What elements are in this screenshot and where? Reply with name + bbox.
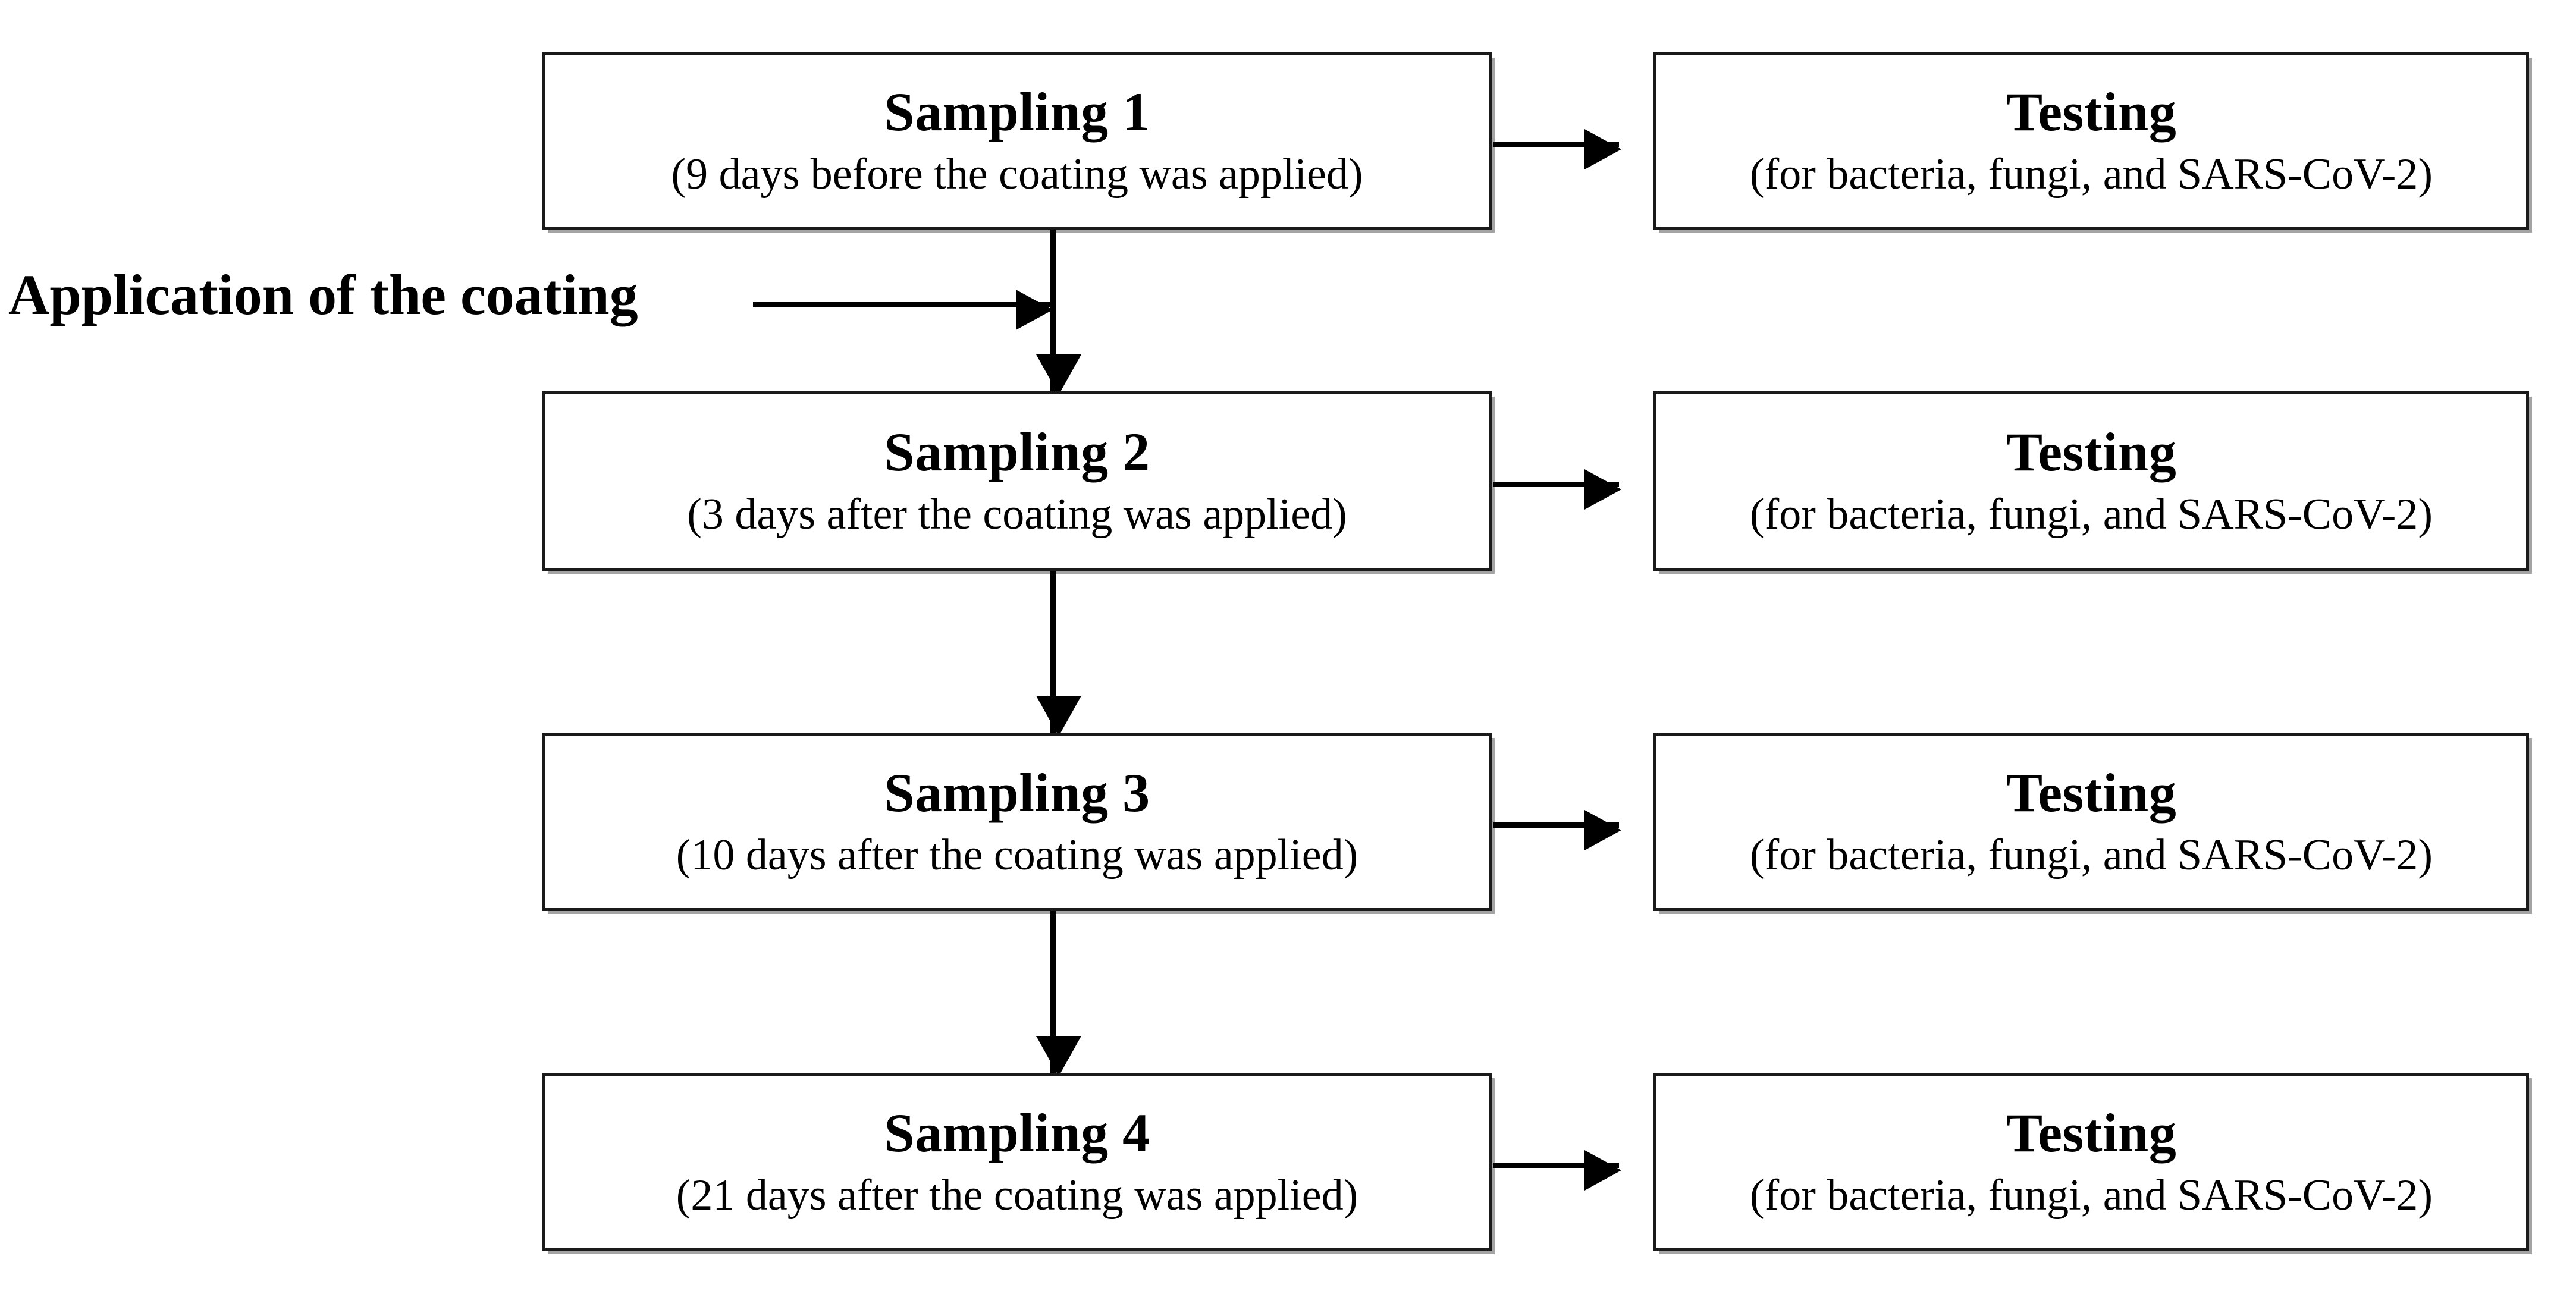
testing-1-title: Testing <box>2006 81 2177 142</box>
coating-application-arrow <box>753 290 1053 330</box>
sampling-2-subtitle: (3 days after the coating was applied) <box>687 490 1347 539</box>
testing-3-subtitle: (for bacteria, fungi, and SARS-CoV-2) <box>1749 831 2433 880</box>
testing-1-subtitle: (for bacteria, fungi, and SARS-CoV-2) <box>1749 150 2433 199</box>
arrow-sampling-4-to-testing-4 <box>1493 1150 1621 1191</box>
testing-3-box[interactable]: Testing (for bacteria, fungi, and SARS-C… <box>1653 733 2529 911</box>
testing-2-subtitle: (for bacteria, fungi, and SARS-CoV-2) <box>1749 490 2433 539</box>
arrow-sampling-2-to-sampling-3 <box>1036 571 1081 736</box>
sampling-3-subtitle: (10 days after the coating was applied) <box>676 831 1358 880</box>
application-of-coating-label: Application of the coating <box>8 263 638 326</box>
testing-2-title: Testing <box>2006 421 2177 482</box>
testing-1-box[interactable]: Testing (for bacteria, fungi, and SARS-C… <box>1653 52 2529 230</box>
arrow-sampling-1-to-sampling-2 <box>1036 230 1081 395</box>
sampling-1-title: Sampling 1 <box>884 81 1150 142</box>
sampling-4-box[interactable]: Sampling 4 (21 days after the coating wa… <box>542 1073 1492 1251</box>
sampling-4-title: Sampling 4 <box>884 1102 1150 1163</box>
sampling-3-title: Sampling 3 <box>884 762 1150 823</box>
arrow-sampling-3-to-sampling-4 <box>1036 911 1081 1076</box>
testing-4-subtitle: (for bacteria, fungi, and SARS-CoV-2) <box>1749 1171 2433 1220</box>
testing-4-box[interactable]: Testing (for bacteria, fungi, and SARS-C… <box>1653 1073 2529 1251</box>
arrow-sampling-1-to-testing-1 <box>1493 129 1621 169</box>
testing-3-title: Testing <box>2006 762 2177 823</box>
sampling-2-box[interactable]: Sampling 2 (3 days after the coating was… <box>542 391 1492 571</box>
sampling-2-title: Sampling 2 <box>884 421 1150 482</box>
arrow-sampling-3-to-testing-3 <box>1493 810 1621 850</box>
testing-4-title: Testing <box>2006 1102 2177 1163</box>
sampling-4-subtitle: (21 days after the coating was applied) <box>676 1171 1358 1220</box>
testing-2-box[interactable]: Testing (for bacteria, fungi, and SARS-C… <box>1653 391 2529 571</box>
arrow-sampling-2-to-testing-2 <box>1493 469 1621 510</box>
sampling-1-box[interactable]: Sampling 1 (9 days before the coating wa… <box>542 52 1492 230</box>
sampling-3-box[interactable]: Sampling 3 (10 days after the coating wa… <box>542 733 1492 911</box>
sampling-1-subtitle: (9 days before the coating was applied) <box>671 150 1363 199</box>
